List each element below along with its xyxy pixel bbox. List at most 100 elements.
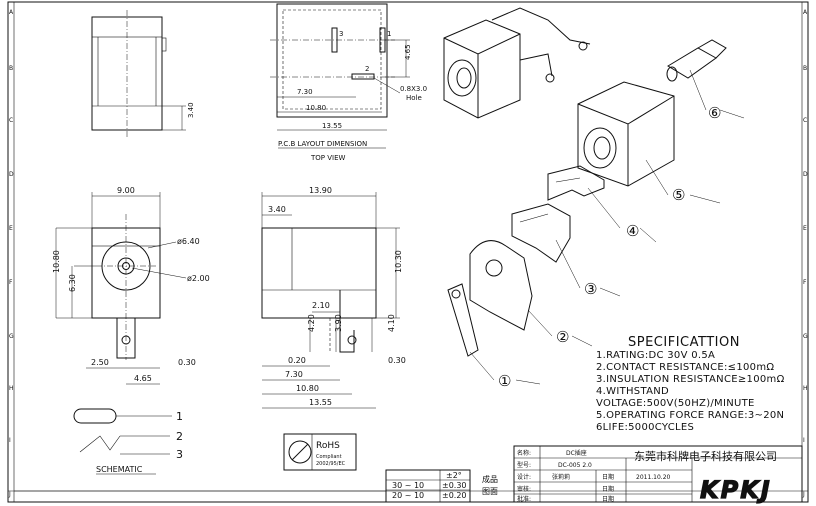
pin-hole (347, 335, 357, 345)
row-letter: D (803, 171, 808, 178)
spec-heading: SPECIFICATTION (628, 335, 740, 350)
spec-line-4: 4.WITHSTAND (596, 386, 669, 397)
drawing-label: 图面 (482, 487, 498, 496)
row-letter: A (803, 9, 808, 16)
schematic-pin-3: 3 (176, 448, 183, 461)
dim-3-40: 3.40 (268, 205, 286, 214)
row-letter: A (9, 9, 14, 16)
product-label: 成品 (482, 474, 498, 484)
row-letter: E (9, 225, 13, 232)
schematic: 1 2 3 SCHEMATIC (73, 408, 183, 475)
pin-label-3: 3 (339, 30, 343, 38)
schematic-label: SCHEMATIC (96, 465, 143, 474)
spec-line-1: 1.RATING:DC 30V 0.5A (596, 350, 715, 361)
housing-part (577, 81, 675, 187)
row-letter: F (803, 279, 807, 286)
row-letter: F (9, 279, 13, 286)
assembled-jack-drawing (443, 7, 591, 119)
spec-line-6: 5.OPERATING FORCE RANGE:3~20N (596, 410, 784, 421)
spec-line-7: 6LIFE:5000CYCLES (596, 422, 694, 433)
model-label: 型号: (517, 461, 531, 469)
dim-3-90: 3.90 (334, 314, 343, 332)
check-label: 审核: (517, 485, 531, 493)
tolerance-range-2: 20 ~ 10 (392, 491, 424, 500)
hole-size: 0.8X3.0 (400, 85, 427, 93)
pin-label-1: 1 (387, 30, 391, 38)
rohs-compliant: Compliant (316, 454, 342, 460)
spec-line-3: 3.INSULATION RESISTANCE≥100mΩ (596, 374, 785, 385)
dim-10-80: 10.80 (52, 250, 61, 273)
date-value: 2011.10.20 (636, 474, 671, 481)
pcb-caption: P.C.B LAYOUT DIMENSION (278, 140, 367, 148)
row-letter: G (9, 333, 14, 340)
row-letter: H (9, 385, 14, 392)
top-view-caption: TOP VIEW (310, 154, 346, 162)
design-value: 张莉莉 (552, 473, 570, 481)
row-letter: D (9, 171, 14, 178)
row-letter: I (9, 437, 11, 444)
tolerance-value-2: ±0.20 (442, 491, 467, 500)
dim-13-55: 13.55 (322, 122, 342, 130)
rohs-icon (288, 440, 312, 464)
dim-10-80: 10.80 (296, 384, 319, 393)
row-letter: J (8, 491, 11, 498)
row-letter: H (803, 385, 808, 392)
dim-0-20: 0.20 (288, 356, 306, 365)
row-letter: B (803, 65, 807, 72)
date-label-2: 日期 (602, 485, 614, 493)
row-letter: J (802, 491, 805, 498)
dim-9-00: 9.00 (117, 186, 135, 195)
row-letter: C (9, 117, 13, 124)
tolerance-head: ±2° (446, 471, 462, 480)
hole-label: Hole (406, 94, 422, 102)
row-letter: I (803, 437, 805, 444)
dim-0-30: 0.30 (178, 358, 196, 367)
specification-block: SPECIFICATTION 1.RATING:DC 30V 0.5A 2.CO… (596, 335, 785, 433)
tolerance-table: ±2° 30 ~ 10 ±0.30 20 ~ 10 ±0.20 成品 图面 (14, 469, 498, 503)
company-name: 东莞市科牌电子科技有限公司 (634, 449, 777, 463)
rohs-badge: RoHS Compliant 2002/95/EC (283, 433, 357, 471)
row-letter: C (803, 117, 807, 124)
pcb-top-view: 3 1 2 4.65 7.30 10.80 13.55 0.8X3.0 Hole… (270, 3, 427, 162)
pin-label-2: 2 (365, 65, 369, 73)
callout-3: ③ (584, 280, 597, 298)
tolerance-range-1: 30 ~ 10 (392, 481, 424, 490)
dim-4-10: 4.10 (387, 314, 396, 332)
border-row-letters-left: A B C D E F G H I J (8, 9, 14, 498)
spring-contact-part (547, 165, 605, 201)
callout-lines (469, 69, 745, 385)
rohs-directive: 2002/95/EC (316, 461, 346, 467)
front-view: 9.00 ø6.40 ø2.00 10.80 6.30 2.50 0.30 4.… (52, 186, 210, 385)
dim-4-65: 4.65 (134, 374, 152, 383)
callout-5: ⑤ (672, 186, 685, 204)
part-callouts: ⑥ ⑤ ④ ③ ② ① (498, 104, 721, 390)
dim-13-90: 13.90 (309, 186, 332, 195)
row-letter: G (803, 333, 808, 340)
date-label-1: 日期 (602, 473, 614, 481)
dim-4-65: 4.65 (404, 44, 412, 60)
dim-6-30: 6.30 (68, 274, 77, 292)
pin-hole (121, 335, 131, 345)
dim-0-30: 0.30 (388, 356, 406, 365)
dim-10-30: 10.30 (394, 250, 403, 273)
approve-label: 批准: (517, 495, 531, 503)
small-side-view: 3.40 (91, 10, 195, 138)
dim-7-30: 7.30 (285, 370, 303, 379)
border-row-letters-right: A B C D E F G H I J (802, 9, 808, 498)
middle-terminal-part (511, 203, 571, 263)
spec-line-2: 2.CONTACT RESISTANCE:≤100mΩ (596, 362, 774, 373)
side-view: 13.90 3.40 10.30 2.10 4.20 3.90 4.10 0.2… (261, 186, 406, 409)
rohs-title: RoHS (316, 441, 340, 451)
callout-6: ⑥ (708, 104, 721, 122)
tolerance-value-1: ±0.30 (442, 481, 467, 490)
design-label: 设计: (517, 473, 531, 481)
callout-2: ② (556, 328, 569, 346)
dim-4-20: 4.20 (307, 314, 316, 332)
dim-2-10: 2.10 (312, 301, 330, 310)
model-value: DC-005 2.0 (558, 462, 592, 469)
pad-pin2 (351, 73, 375, 80)
callout-4: ④ (626, 222, 639, 240)
row-letter: B (9, 65, 13, 72)
dim-7-30: 7.30 (297, 88, 313, 96)
